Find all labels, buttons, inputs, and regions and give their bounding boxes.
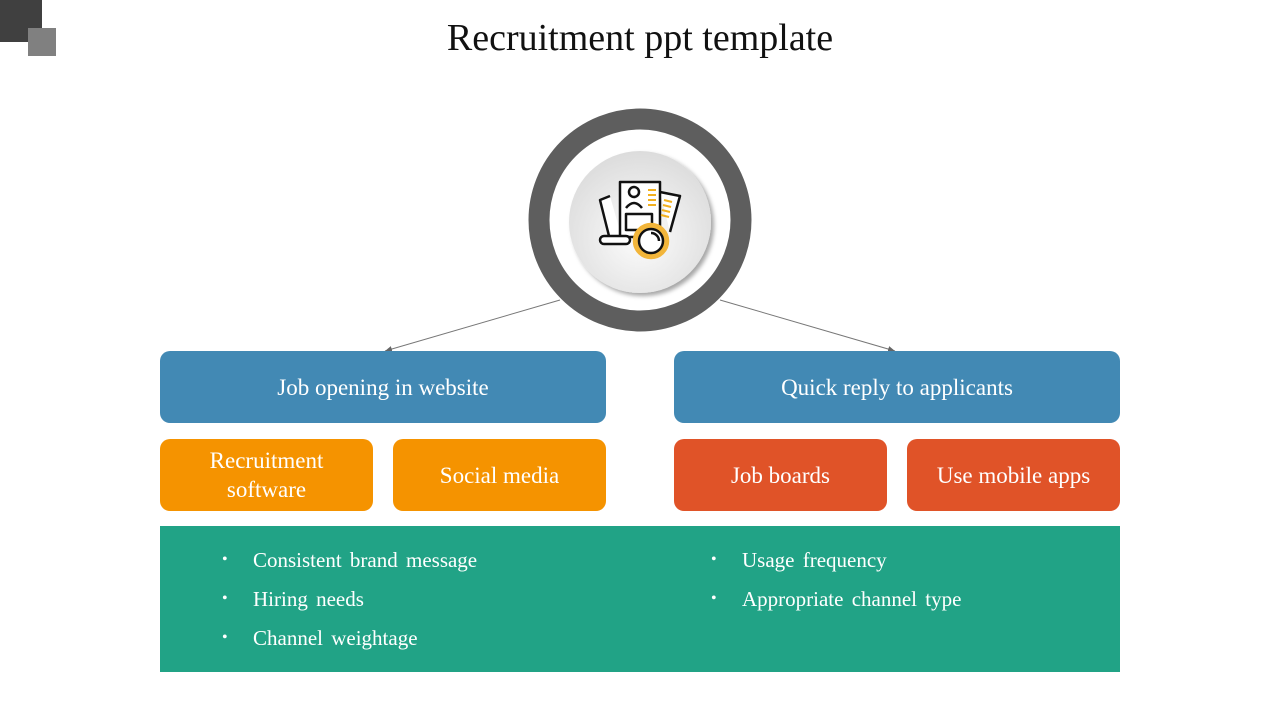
arrow-left	[384, 299, 561, 352]
bullet-left-2: Hiring needs	[253, 587, 364, 611]
bullet-dot: •	[711, 551, 717, 568]
resume-search-icon	[598, 180, 682, 260]
job-opening-box: Job opening in website	[160, 351, 606, 423]
decor-square-gray	[28, 28, 56, 56]
arrow-right	[719, 299, 896, 352]
bullet-dot: •	[711, 590, 717, 607]
bullet-left-3: Channel weightage	[253, 626, 418, 650]
details-panel	[160, 526, 1120, 672]
bullet-left-1: Consistent brand message	[253, 548, 478, 572]
bullet-right-2: Appropriate channel type	[742, 587, 962, 611]
recruitment-software-box: Recruitment software	[160, 439, 373, 511]
page-title: Recruitment ppt template	[446, 17, 834, 59]
bullet-dot: •	[222, 629, 228, 646]
bullet-dot: •	[222, 551, 228, 568]
recruitment-software-label: Recruitment software	[209, 448, 324, 502]
quick-reply-box: Quick reply to applicants	[674, 351, 1120, 423]
mobile-apps-box: Use mobile apps	[907, 439, 1120, 511]
job-boards-box: Job boards	[674, 439, 887, 511]
bullet-dot: •	[222, 590, 228, 607]
social-media-box: Social media	[393, 439, 606, 511]
bullet-right-1: Usage frequency	[742, 548, 887, 572]
